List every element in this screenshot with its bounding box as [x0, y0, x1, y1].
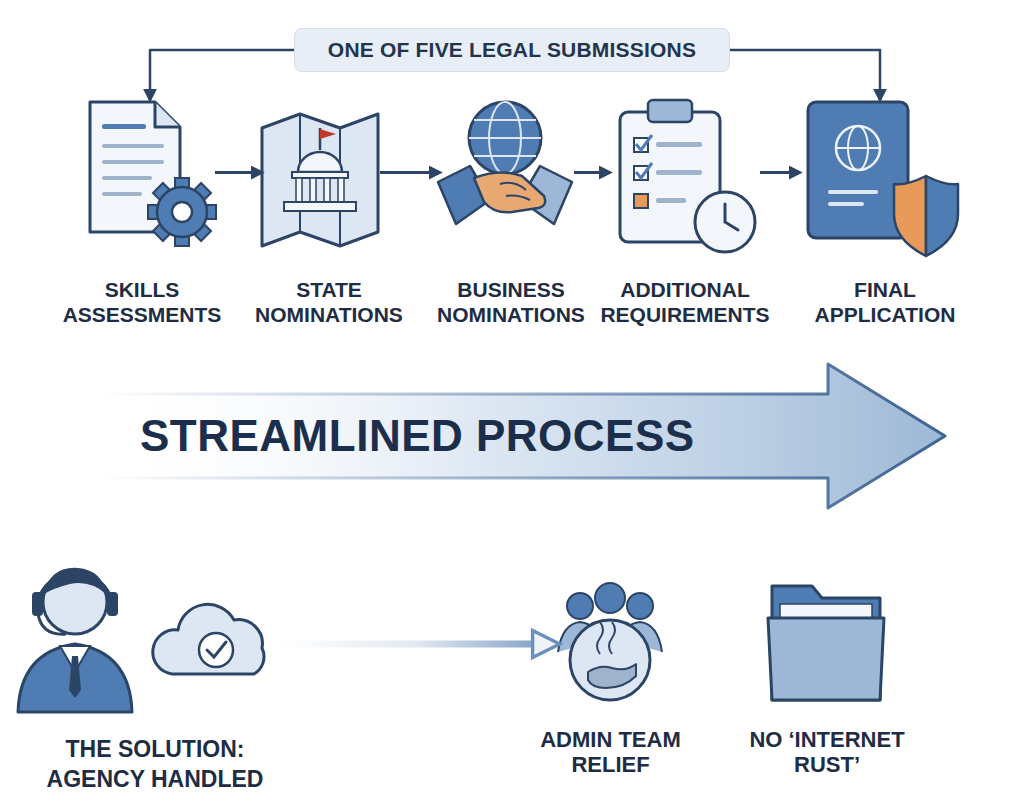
map-capitol-icon [262, 114, 378, 246]
flow-arrow [280, 641, 553, 648]
node-label: SKILLS ASSESSMENTS [52, 277, 232, 327]
flow-arrow [215, 171, 262, 174]
node-label: BUSINESS NOMINATIONS [421, 277, 601, 327]
benefit-node: NO ‘INTERNET RUST’ [768, 572, 886, 704]
flow-arrow [730, 50, 880, 100]
agent-headset-icon [18, 568, 132, 712]
step-node: SKILLS ASSESSMENTS [85, 100, 215, 245]
node-label: FINAL APPLICATION [795, 277, 975, 327]
node-label: ONE OF FIVE LEGAL SUBMISSIONS [328, 38, 696, 62]
step-node: FINAL APPLICATION [800, 100, 960, 245]
solution-node: THE SOLUTION: AGENCY HANDLED [10, 562, 280, 728]
passport-shield-icon [808, 102, 958, 256]
node-label: STATE NOMINATIONS [239, 277, 419, 327]
flow-arrow [150, 50, 294, 100]
globe-handshake-icon [438, 102, 572, 224]
team-relief-icon [558, 583, 662, 700]
node-label: THE SOLUTION: AGENCY HANDLED [30, 734, 280, 794]
arrow-band-outline [100, 364, 945, 508]
document-gear-icon [90, 102, 216, 246]
step-node: ADDITIONAL REQUIREMENTS [610, 100, 760, 245]
folder-icon [768, 586, 884, 700]
node-label: STREAMLINED PROCESS [140, 411, 695, 461]
cloud-check-icon [153, 604, 264, 674]
step-node: BUSINESS NOMINATIONS [440, 100, 574, 245]
step-node: STATE NOMINATIONS [262, 100, 380, 245]
benefit-node: ADMIN TEAM RELIEF [553, 583, 668, 705]
node-label: NO ‘INTERNET RUST’ [727, 727, 927, 777]
process-arrow-band: STREAMLINED PROCESS [100, 362, 948, 510]
clipboard-clock-icon [620, 100, 755, 252]
flow-arrow [574, 171, 610, 174]
flow-arrow [380, 171, 440, 174]
flow-arrow [760, 171, 800, 174]
node-label: ADDITIONAL REQUIREMENTS [589, 277, 781, 327]
heading-box: ONE OF FIVE LEGAL SUBMISSIONS [294, 28, 730, 72]
node-label: ADMIN TEAM RELIEF [521, 727, 701, 777]
